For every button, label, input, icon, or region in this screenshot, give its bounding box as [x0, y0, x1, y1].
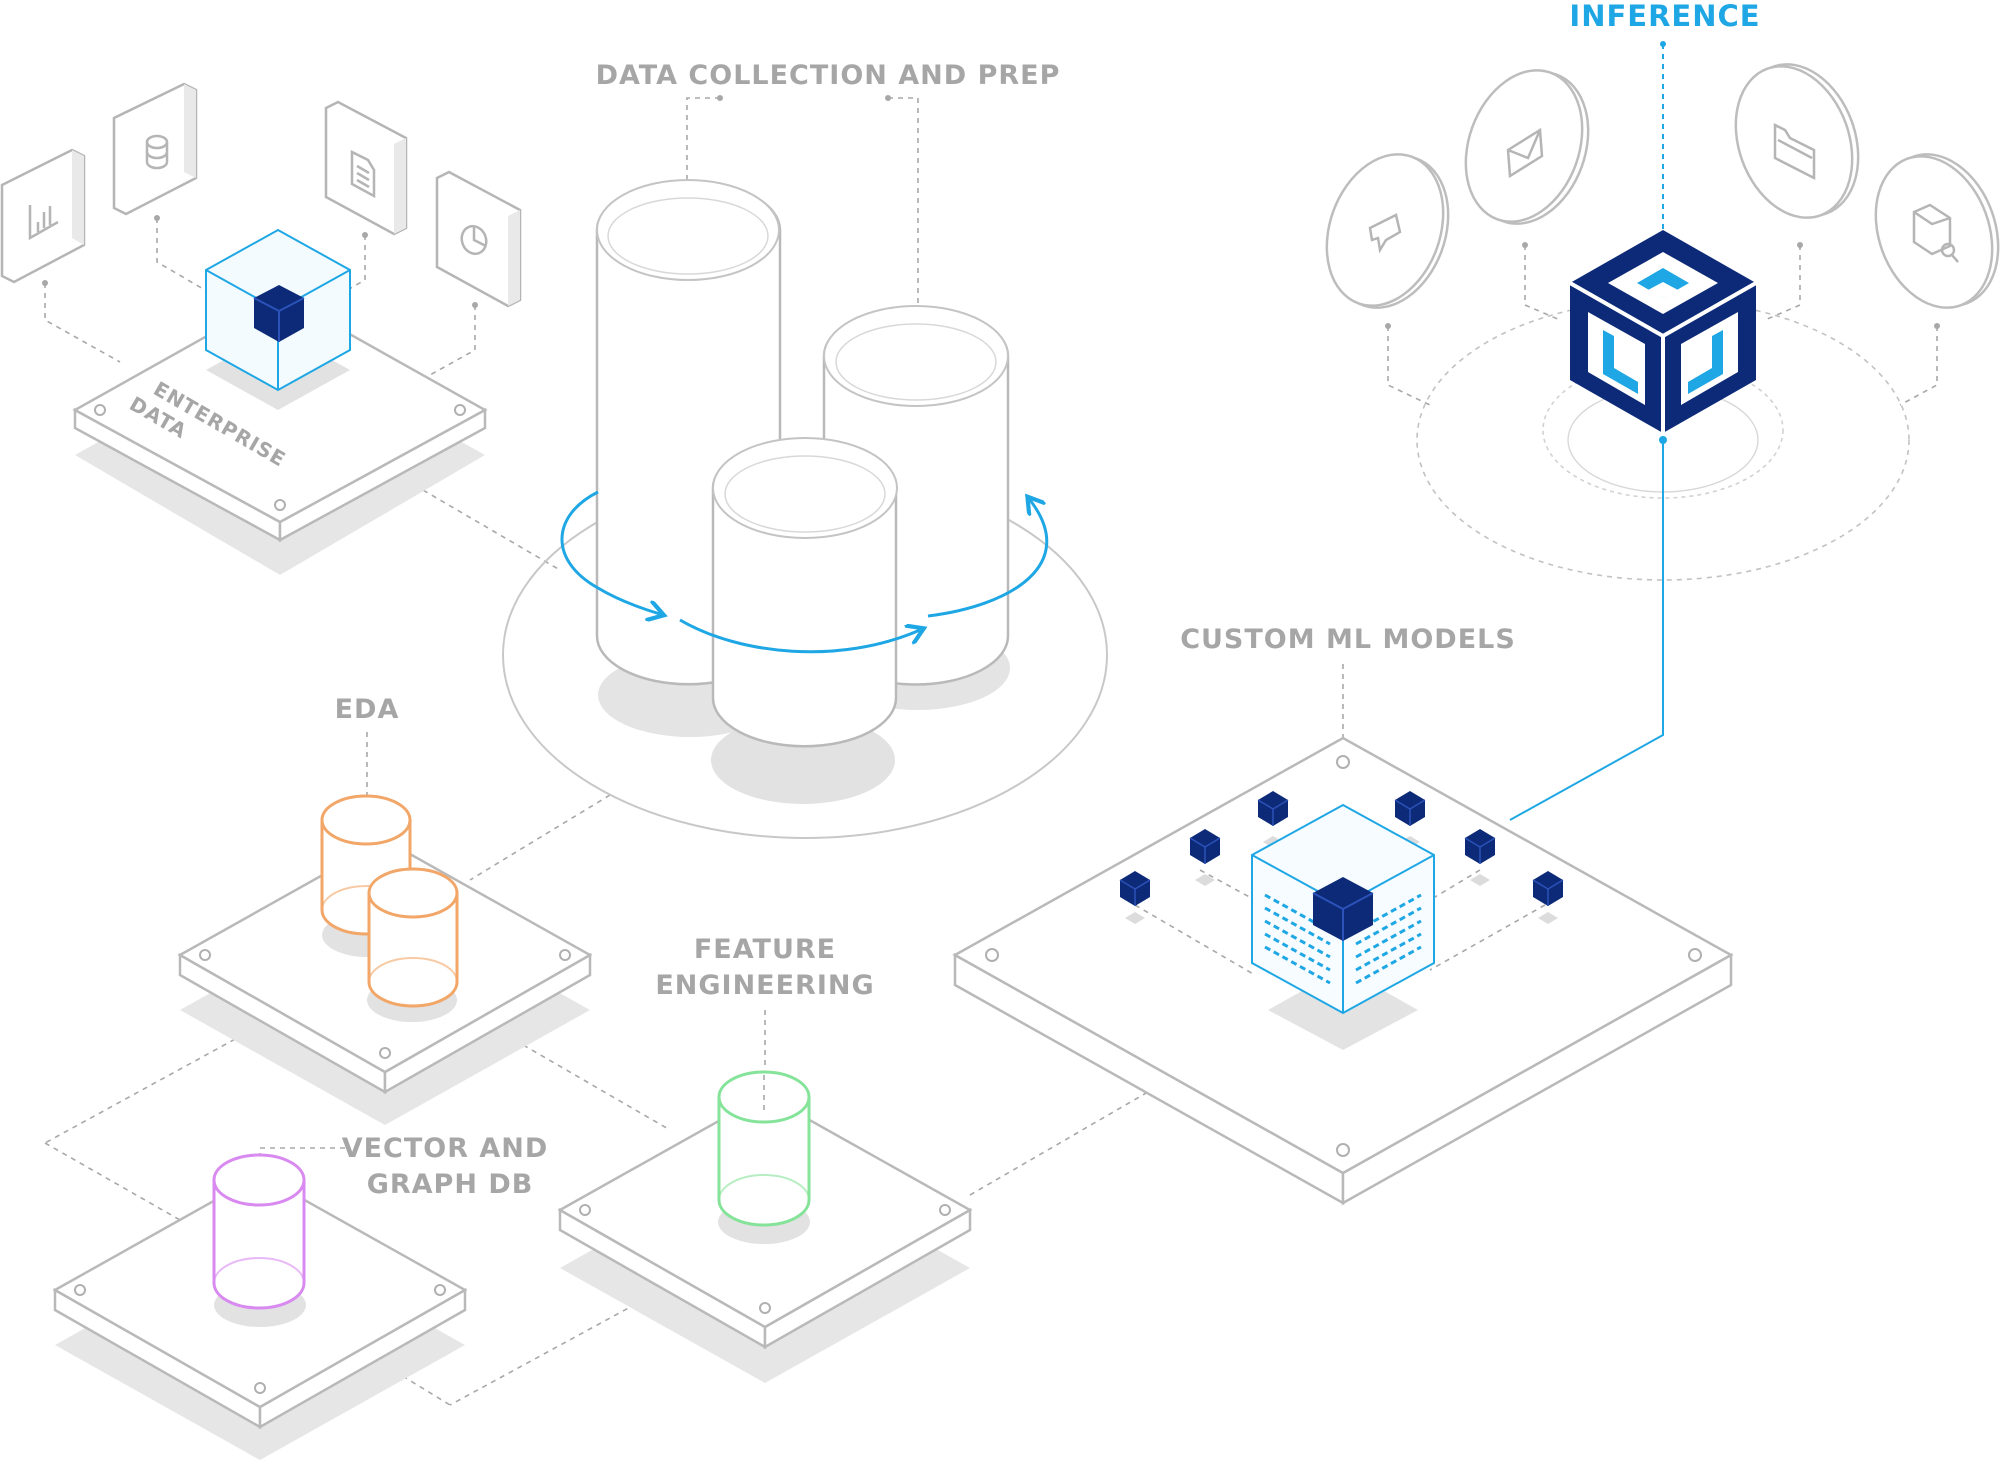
cycle-arrows — [560, 490, 1049, 654]
enterprise-data-cube — [205, 228, 351, 410]
inference-label: INFERENCE — [1569, 0, 1760, 33]
eda-platform: EDA — [177, 694, 593, 1125]
feature-label-line1: FEATURE — [694, 934, 836, 965]
vector-graph-db-platform: VECTOR AND GRAPH DB — [52, 1133, 549, 1460]
pie-chart-icon-card — [435, 170, 522, 308]
folder-icon — [1773, 122, 1816, 181]
bar-chart-icon-card — [0, 148, 86, 284]
bar-chart-icon — [28, 205, 59, 241]
inference-group: INFERENCE — [1325, 0, 2000, 821]
chat-disc — [1325, 153, 1450, 309]
front-data-cylinder — [711, 437, 898, 748]
chat-icon — [1368, 213, 1402, 254]
mail-icon — [1506, 127, 1544, 179]
database-icon — [145, 134, 169, 170]
vector-label-line1: VECTOR AND — [342, 1133, 549, 1164]
feature-cylinder — [717, 1070, 811, 1244]
data-collection-label: DATA COLLECTION AND PREP — [596, 60, 1061, 91]
database-icon-card — [112, 82, 198, 216]
feature-label-line2: ENGINEERING — [655, 970, 874, 1001]
eda-cylinder-front — [367, 867, 459, 1022]
pie-chart-icon — [460, 224, 488, 256]
document-icon-card — [324, 100, 408, 236]
feature-engineering-platform: FEATURE ENGINEERING — [557, 934, 973, 1383]
package-search-icon — [1912, 203, 1959, 263]
enterprise-data-platform: ENTERPRISE DATA — [0, 82, 522, 575]
data-collection-group: DATA COLLECTION AND PREP — [502, 60, 1108, 839]
vector-db-cylinder — [212, 1153, 306, 1327]
mail-disc — [1464, 69, 1590, 225]
inference-cube-logo — [1569, 230, 1757, 433]
model-glass-cube — [1251, 803, 1435, 1050]
custom-ml-models-platform: CUSTOM ML MODELS — [952, 624, 1734, 1206]
package-search-disc — [1874, 153, 2000, 309]
vector-label-line2: GRAPH DB — [367, 1169, 534, 1200]
eda-label: EDA — [335, 694, 400, 725]
folder-disc — [1734, 63, 1860, 219]
document-icon — [350, 149, 376, 199]
custom-ml-label: CUSTOM ML MODELS — [1180, 624, 1516, 655]
